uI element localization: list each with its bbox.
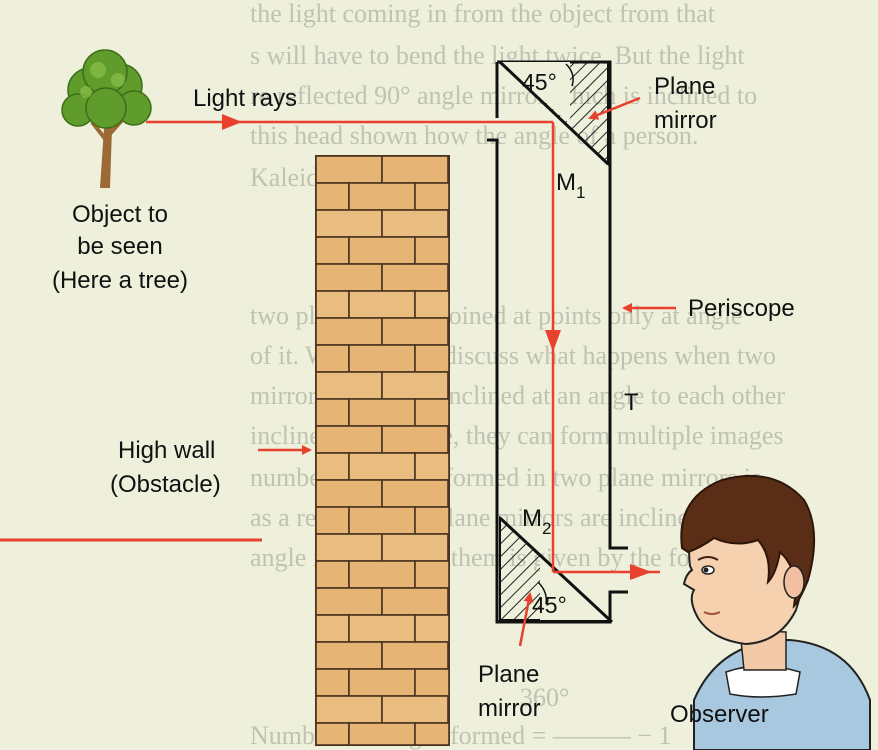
wall-brick — [381, 587, 449, 616]
angle-label-top: 45° — [522, 69, 557, 95]
wall-brick — [348, 560, 416, 589]
pointer-bottom-mirror — [518, 592, 534, 647]
label-object-line1: Object to — [72, 201, 168, 228]
wall-brick — [348, 452, 416, 481]
tree-trunk — [100, 128, 112, 188]
label-high-wall-line2: (Obstacle) — [110, 471, 221, 498]
wall-brick — [315, 317, 383, 346]
wall-brick — [414, 506, 450, 535]
ray-arrowhead — [630, 564, 652, 580]
observer-mouth — [703, 611, 721, 615]
wall-brick — [348, 398, 416, 427]
wall-brick — [315, 560, 350, 589]
wall-brick — [315, 263, 383, 292]
tree-illustration — [61, 49, 152, 188]
wall-brick — [381, 479, 449, 508]
wall-brick — [348, 614, 416, 643]
wall-brick — [315, 209, 383, 238]
wall-brick — [315, 236, 350, 265]
wall-brick — [315, 479, 383, 508]
tube-left-wall — [487, 138, 628, 624]
wall-brick — [414, 668, 450, 697]
high-wall — [315, 155, 450, 746]
wall-brick — [348, 344, 416, 373]
wall-brick — [348, 506, 416, 535]
pointer-top-mirror — [588, 96, 641, 120]
label-tube-t: T — [624, 389, 639, 416]
wall-brick — [315, 371, 383, 400]
label-high-wall-line1: High wall — [118, 437, 215, 464]
background-text-line: this head shown how the angle of a perso… — [250, 121, 698, 150]
wall-brick — [414, 344, 450, 373]
wall-brick — [348, 290, 416, 319]
wall-brick — [348, 182, 416, 211]
wall-brick — [348, 236, 416, 265]
wall-brick — [348, 668, 416, 697]
label-object-line3: (Here a tree) — [52, 267, 188, 294]
wall-brick — [348, 722, 416, 746]
wall-brick — [315, 398, 350, 427]
label-top-mirror-line1: Plane — [654, 73, 715, 100]
background-text-line: re reflected 90° angle mirror which is i… — [250, 81, 757, 110]
label-observer: Observer — [670, 701, 769, 728]
wall-brick — [315, 614, 350, 643]
mirror-m2-surface — [498, 516, 614, 624]
wall-brick — [414, 614, 450, 643]
wall-brick — [315, 641, 383, 670]
wall-brick — [315, 668, 350, 697]
wall-brick — [381, 155, 449, 184]
ray-arrowhead — [545, 330, 561, 352]
wall-brick — [381, 533, 449, 562]
wall-brick — [381, 317, 449, 346]
label-periscope: Periscope — [688, 295, 795, 322]
wall-brick — [315, 587, 383, 616]
wall-brick — [315, 182, 350, 211]
wall-brick — [414, 236, 450, 265]
wall-brick — [414, 722, 450, 746]
wall-brick — [315, 506, 350, 535]
wall-brick — [315, 695, 383, 724]
wall-brick — [414, 398, 450, 427]
wall-brick — [315, 452, 350, 481]
label-m2: M2 — [522, 505, 551, 538]
observer-illustration — [680, 474, 871, 750]
wall-brick — [381, 695, 449, 724]
label-light-rays: Light rays — [193, 85, 297, 112]
label-bottom-mirror-line1: Plane — [478, 661, 539, 688]
wall-brick — [315, 722, 350, 746]
label-top-mirror-line2: mirror — [654, 107, 717, 134]
top-plane-mirror — [497, 60, 610, 167]
wall-brick — [381, 263, 449, 292]
background-text-line: the light coming in from the object from… — [250, 0, 716, 28]
wall-brick — [315, 344, 350, 373]
background-text-line: Number of images formed = ——— − 1 — [250, 721, 671, 750]
mirror-m1-surface — [498, 60, 610, 166]
label-m1: M1 — [556, 169, 585, 202]
wall-brick — [414, 452, 450, 481]
wall-brick — [381, 371, 449, 400]
ray-arrowhead — [222, 114, 242, 130]
label-bottom-mirror-line2: mirror — [478, 695, 541, 722]
tree-foliage — [61, 49, 152, 129]
wall-brick — [315, 533, 383, 562]
wall-brick — [414, 560, 450, 589]
wall-brick — [414, 290, 450, 319]
observer-ear — [783, 565, 805, 599]
wall-brick — [315, 155, 383, 184]
wall-brick — [315, 425, 383, 454]
wall-brick — [381, 209, 449, 238]
angle-label-bottom: 45° — [532, 592, 567, 618]
wall-brick — [414, 182, 450, 211]
wall-brick — [381, 425, 449, 454]
background-text-line: 360° — [520, 683, 569, 712]
wall-brick — [315, 290, 350, 319]
wall-brick — [381, 641, 449, 670]
label-object-line2: be seen — [77, 233, 162, 260]
